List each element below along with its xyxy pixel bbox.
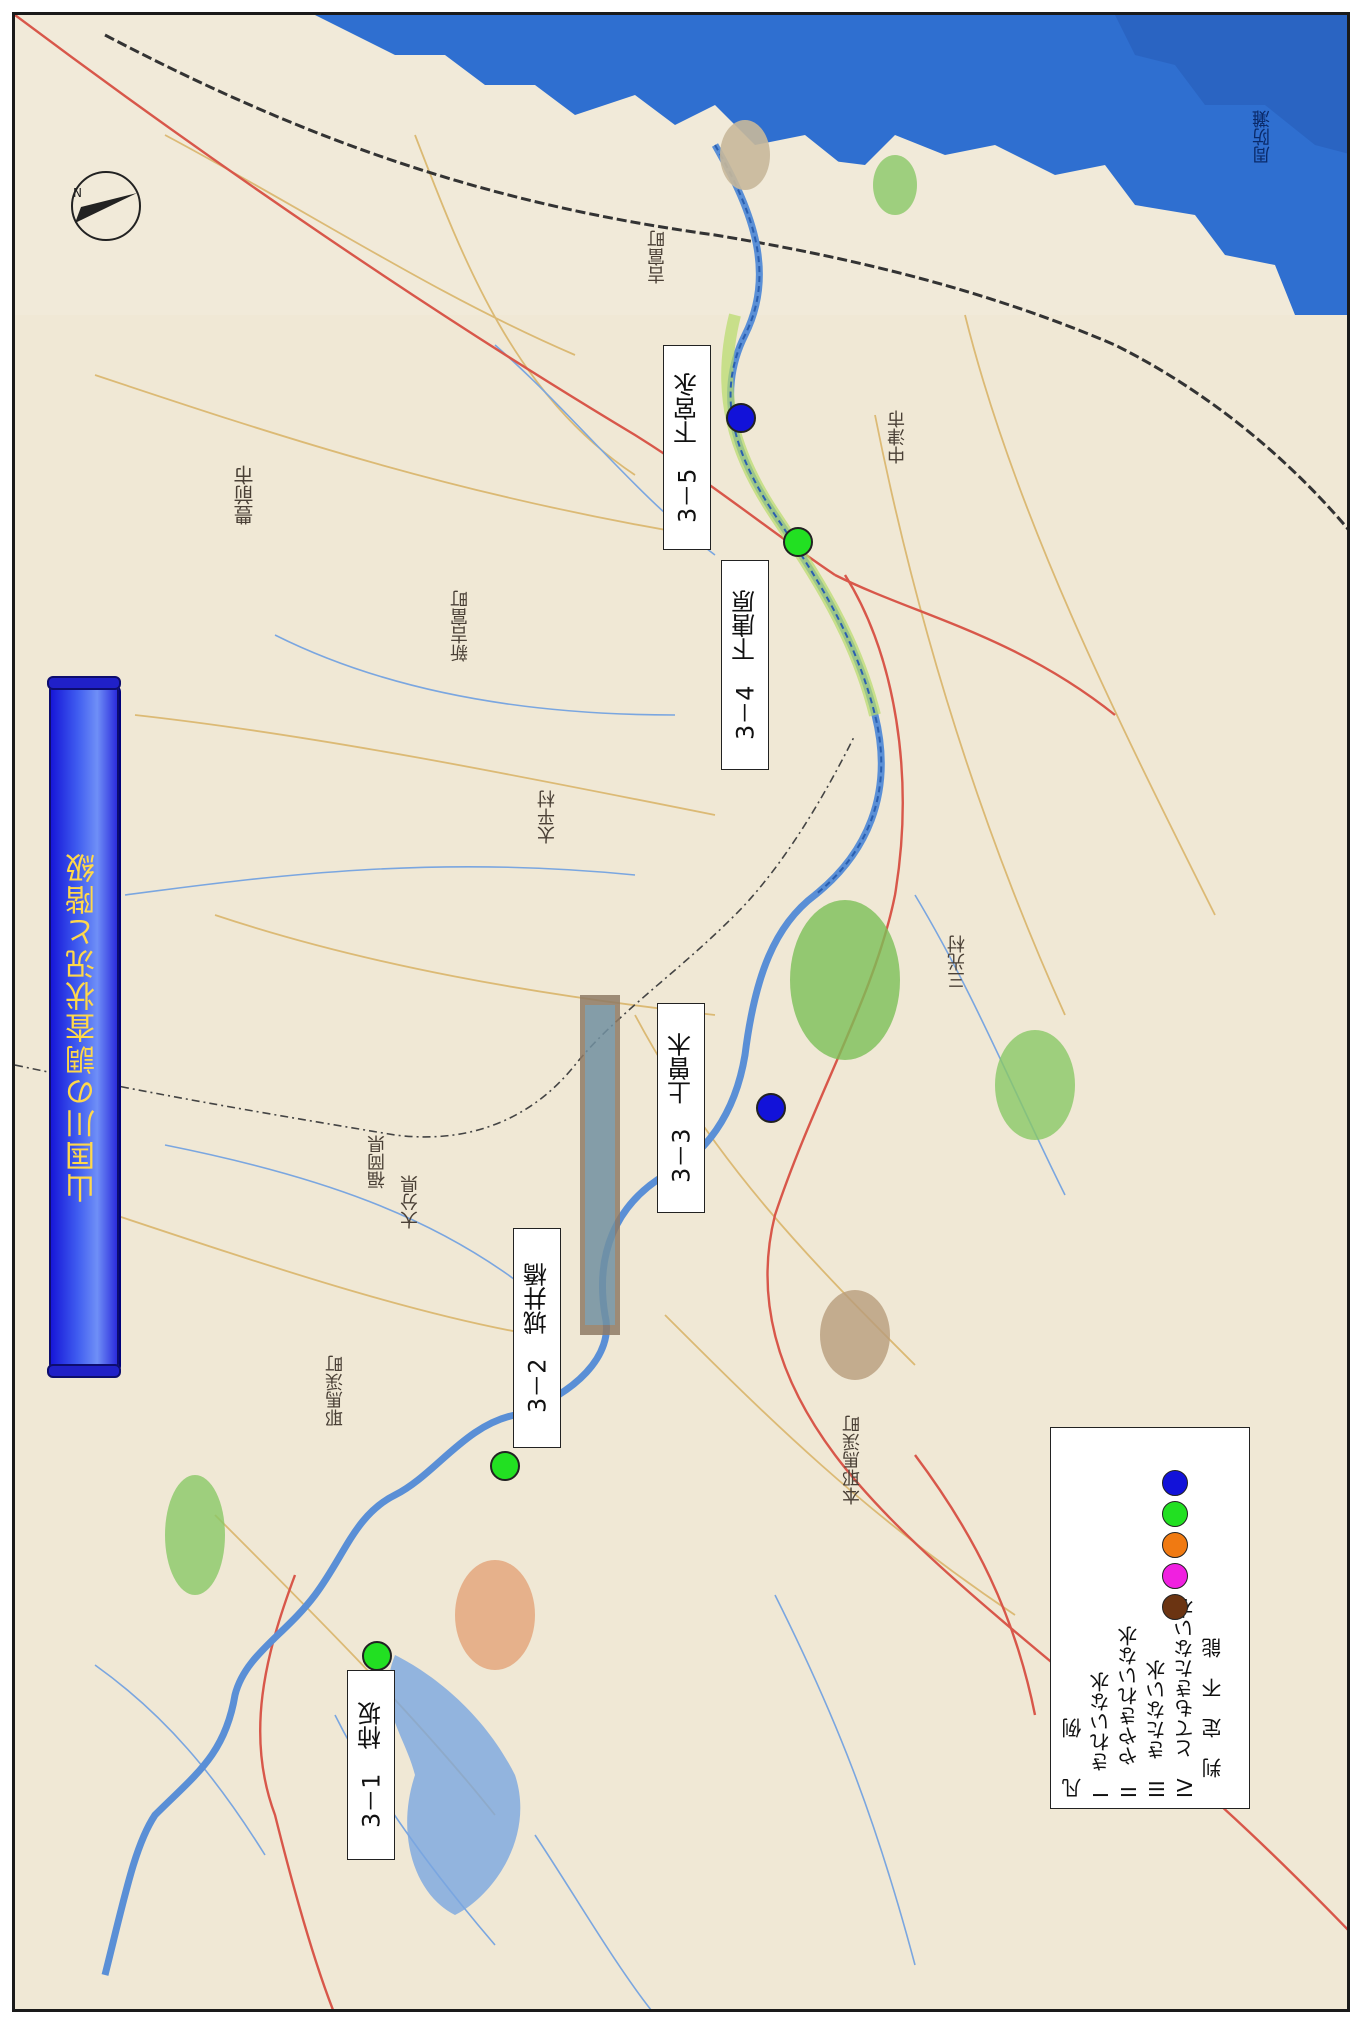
prefectural-road: [259, 1574, 334, 2009]
legend-row-5: 判 定 不 能: [1201, 1638, 1225, 1778]
place-oita: 大分県: [400, 1175, 421, 1229]
station-label-3-3: 3－3 上曽木: [657, 1003, 705, 1213]
port-island: [915, 175, 975, 235]
illustration-forest: [995, 1030, 1075, 1140]
minor-road: [664, 1314, 1016, 1616]
tributary-river: [914, 894, 1066, 1196]
tributary-river: [534, 1834, 652, 2009]
legend-row-2: II ややきれいな水: [1117, 1626, 1141, 1798]
station-label-3-2: 3－2 城井橋: [513, 1228, 561, 1448]
legend-swatch-brown: [1162, 1594, 1188, 1620]
place-buzen: 豊前市: [233, 465, 257, 525]
tributary-river: [774, 1594, 916, 1966]
scroll-top: [47, 676, 121, 690]
place-yoshitomi: 吉富町: [647, 230, 668, 284]
station-label-3-1: 3－1 柿坂: [347, 1670, 395, 1860]
station-label-3-5: 3－5 下宮永: [663, 345, 711, 550]
place-shinyoshitomi: 新吉富町: [450, 590, 471, 662]
sea-area: [315, 15, 1347, 315]
scroll-bottom: [47, 1364, 121, 1378]
legend-row-1: I きれいな水: [1089, 1672, 1113, 1798]
station-dot-3-4[interactable]: [783, 527, 813, 557]
svg-text:N: N: [73, 186, 82, 200]
prefecture-border: [15, 734, 856, 1138]
station-dot-3-2[interactable]: [490, 1451, 520, 1481]
legend-swatch-magenta: [1162, 1563, 1188, 1589]
port-island: [785, 155, 865, 205]
tributary-river: [124, 865, 636, 896]
railway: [104, 33, 1347, 531]
illustration-park: [165, 1475, 225, 1595]
place-nakatsu: 中津市: [887, 410, 908, 464]
illustration-forest: [790, 900, 900, 1060]
compass-icon: N: [71, 171, 141, 241]
national-road: [15, 15, 836, 576]
tributary-river: [94, 1664, 266, 1856]
dam-lake: [388, 1655, 521, 1915]
illustration-castle: [720, 120, 770, 190]
prefectural-road: [914, 1454, 1037, 1716]
title-banner: 山国川の調査状況と階級: [47, 676, 121, 1378]
station-dot-3-3[interactable]: [756, 1093, 786, 1123]
minor-road: [134, 714, 716, 816]
station-dot-3-1[interactable]: [362, 1641, 392, 1671]
map-frame: N 豊前市 新吉富町 太平村 福岡県 大分県 耶馬渓町 本耶馬渓町 中津市 三光…: [12, 12, 1350, 2012]
place-mitsu: 三光村: [947, 935, 968, 989]
minor-road: [414, 134, 636, 476]
place-fukuoka: 福岡県: [367, 1135, 388, 1189]
legend-swatches: [1162, 1470, 1188, 1625]
legend-swatch-green: [1162, 1501, 1188, 1527]
minor-road: [214, 914, 716, 1016]
national-road: [834, 573, 1116, 716]
station-dot-3-5[interactable]: [726, 403, 756, 433]
place-yabakei: 耶馬渓町: [325, 1355, 346, 1427]
legend: 凡 例 I きれいな水 II ややきれいな水 III きたない水 IV とてもき…: [1050, 1427, 1250, 1809]
illustration-bridge: [580, 995, 620, 1335]
illustration-garden: [455, 1560, 535, 1670]
illustration-rocks: [820, 1290, 890, 1380]
minor-road: [874, 414, 1066, 1016]
tributary-river: [164, 1144, 536, 1296]
legend-heading: 凡 例: [1061, 1718, 1085, 1798]
yamakuni-river-center: [714, 144, 883, 896]
port-island: [1015, 185, 1075, 255]
legend-swatch-blue: [1162, 1470, 1188, 1496]
place-suo: 周防灘: [1252, 110, 1273, 164]
sea-coast-detail: [1115, 15, 1347, 154]
place-hon-yabakei: 本耶馬渓町: [842, 1415, 863, 1505]
minor-road: [114, 1214, 536, 1336]
minor-road: [964, 314, 1216, 916]
illustration-temple: [873, 155, 917, 215]
legend-swatch-orange: [1162, 1532, 1188, 1558]
minor-road: [94, 374, 696, 536]
place-taihei: 太平村: [537, 790, 558, 844]
page-title: 山国川の調査状況と階級: [66, 851, 101, 1203]
tributary-river: [274, 634, 676, 716]
station-label-3-4: 3－4 下唐原: [721, 560, 769, 770]
